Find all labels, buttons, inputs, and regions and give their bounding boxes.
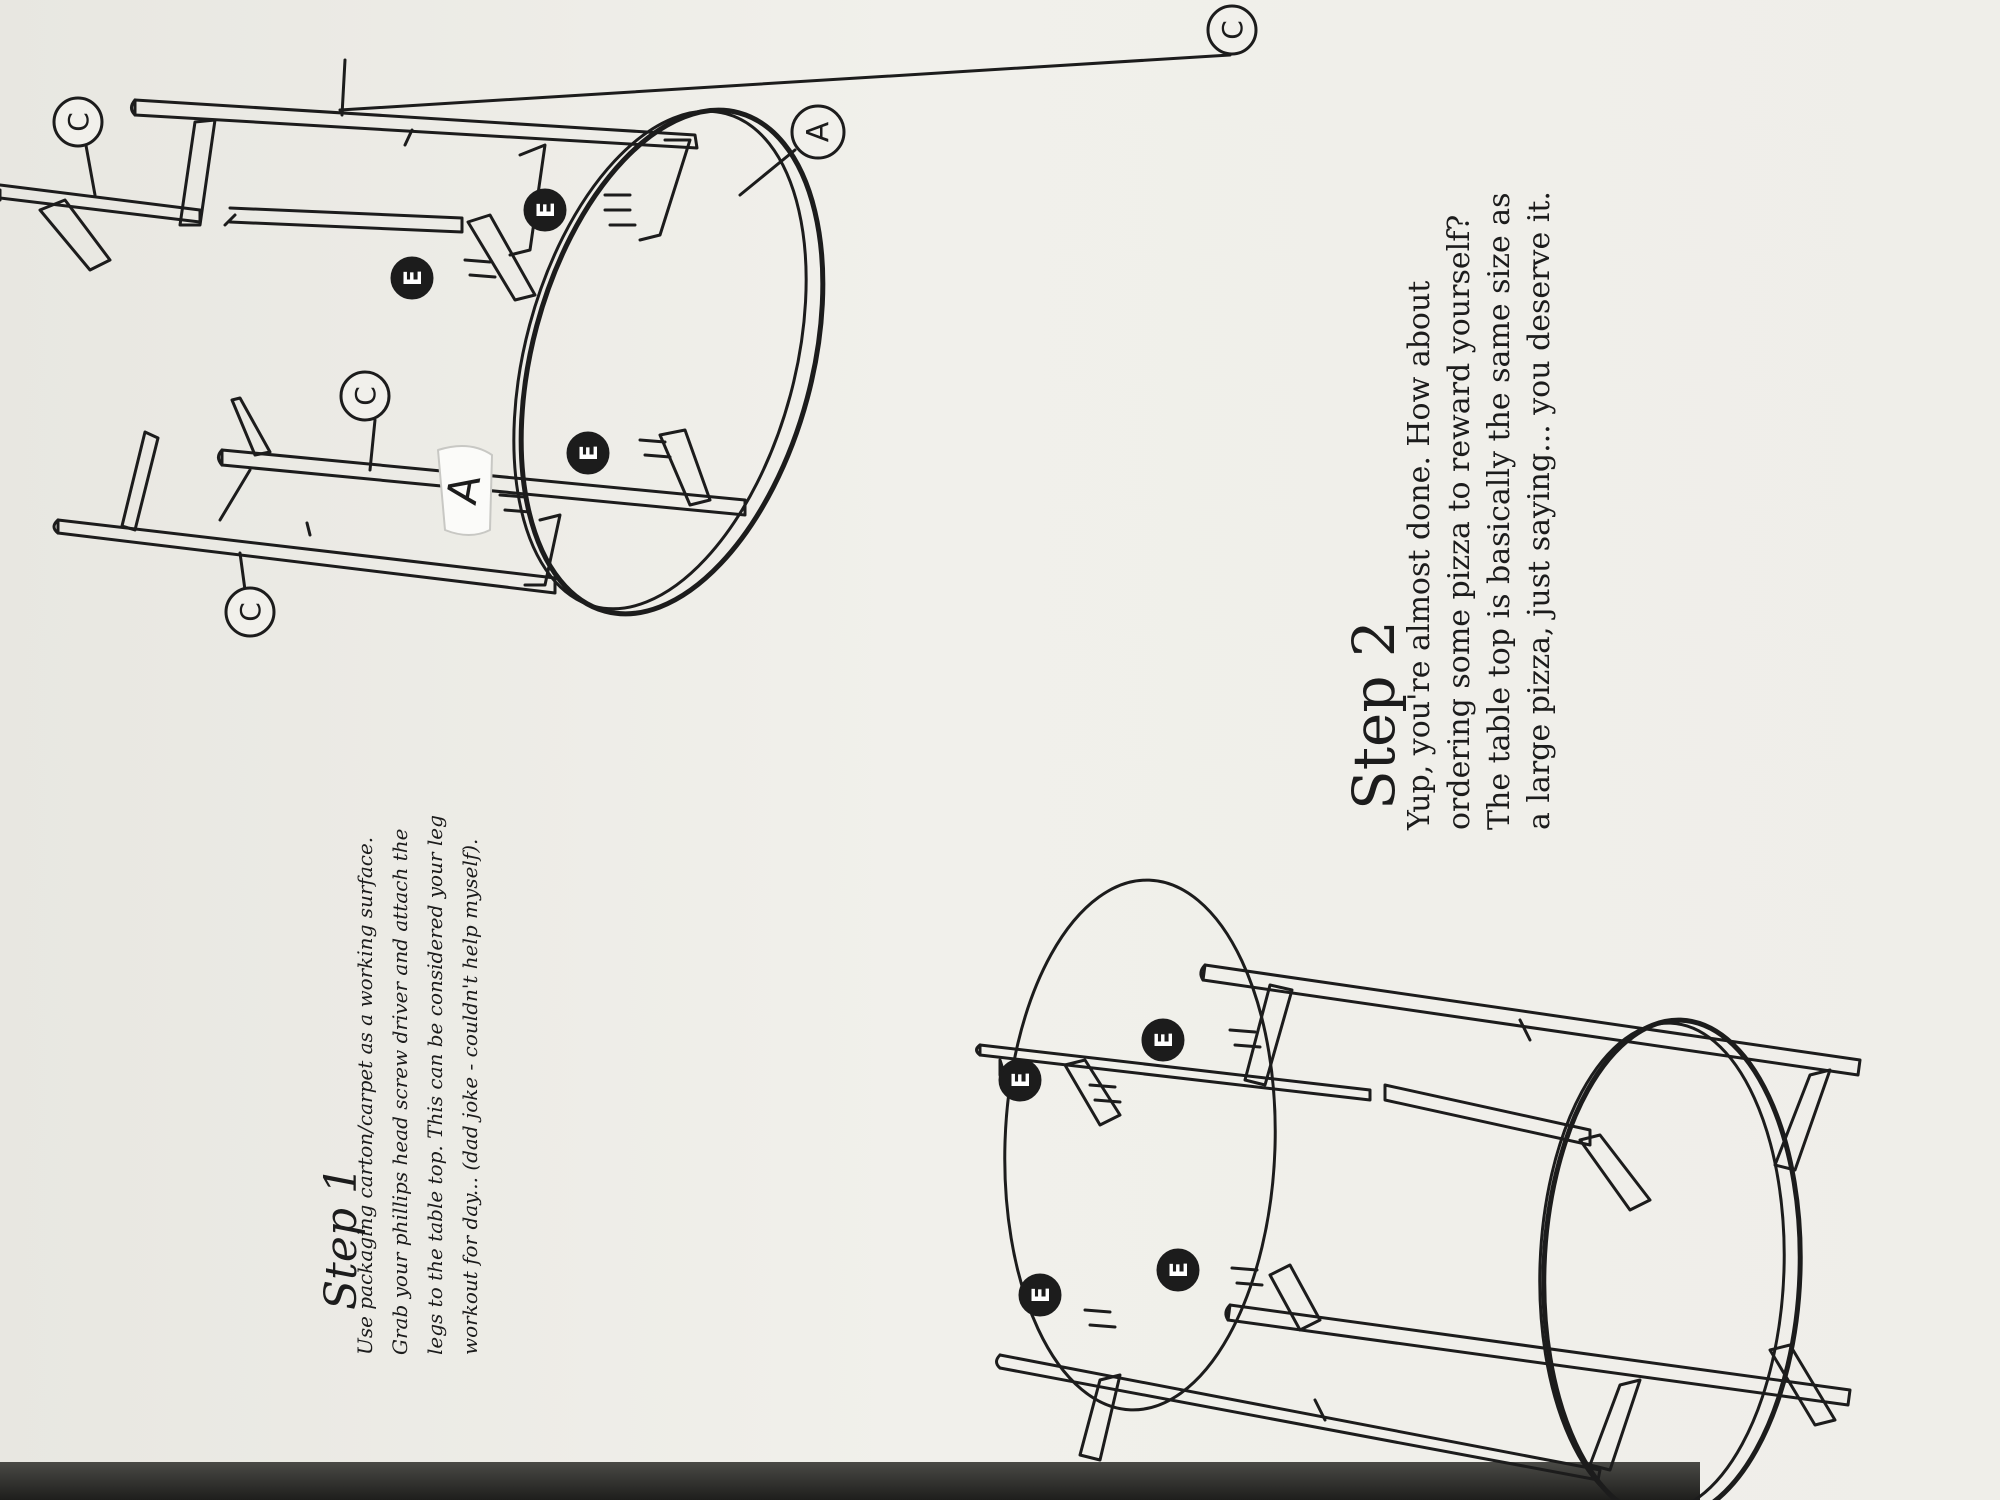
callout-a: A [738, 104, 846, 197]
marker-e-5: E [998, 1058, 1042, 1102]
leg-pair-bottom [52, 396, 747, 595]
svg-text:E: E [532, 202, 560, 218]
step2-line-4: a large pizza, just saying... you deserv… [1522, 191, 1557, 830]
callout-c-4-label: C [234, 602, 267, 622]
step2-line-1: Yup, you're almost done. How about [1402, 280, 1437, 830]
marker-e-4: E [1141, 1018, 1185, 1062]
step2-line-2: ordering some pizza to reward yourself? [1442, 214, 1477, 830]
marker-e-7: E [1018, 1273, 1062, 1317]
callout-c-1-label: C [62, 112, 95, 132]
callout-c-1: C [52, 96, 104, 197]
svg-text:E: E [1150, 1032, 1178, 1048]
tabletop-a-rim [518, 107, 826, 617]
step1-line-3: legs to the table top. This can be consi… [423, 815, 447, 1355]
step2-heading: Step 2 [1340, 620, 1408, 810]
diagram-step2: E E E E [975, 878, 1862, 1500]
marker-e-3: E [566, 431, 610, 475]
table-surface-edge [0, 1462, 1700, 1500]
callout-c-5-label: C [1216, 20, 1249, 40]
marker-e-1: E [523, 188, 567, 232]
marker-e-2: E [390, 256, 434, 300]
leg-pair-top [0, 98, 699, 302]
step1-line-1: Use packaging carton/carpet as a working… [353, 836, 377, 1355]
diagram-step1: C C C C A E [0, 4, 1258, 638]
callout-a-label: A [801, 121, 836, 142]
callout-c-3-label: C [349, 386, 382, 406]
screws-step1 [463, 193, 672, 514]
step1-instructions: Use packaging carton/carpet as a working… [348, 815, 488, 1355]
svg-text:E: E [399, 270, 427, 286]
callout-c-4: C [224, 551, 276, 638]
callout-c-3: C [339, 370, 391, 472]
step1-line-4: workout for day... (dad joke - couldn't … [458, 838, 482, 1355]
marker-e-6: E [1156, 1248, 1200, 1292]
table-top-upper [1003, 878, 1277, 1412]
svg-text:E: E [1007, 1072, 1035, 1088]
svg-text:E: E [1027, 1287, 1055, 1303]
svg-text:E: E [575, 445, 603, 461]
step2-instructions: Yup, you're almost done. How about order… [1400, 191, 1560, 830]
step1-line-2: Grab your phillips head screw driver and… [388, 828, 412, 1355]
table-top-lower [1538, 1021, 1786, 1500]
callout-c-2 [338, 53, 1232, 112]
step2-line-3: The table top is basically the same size… [1482, 192, 1517, 830]
svg-text:E: E [1165, 1262, 1193, 1278]
sticky-label-a: A [437, 445, 493, 536]
callout-c-5: C [340, 4, 1258, 117]
